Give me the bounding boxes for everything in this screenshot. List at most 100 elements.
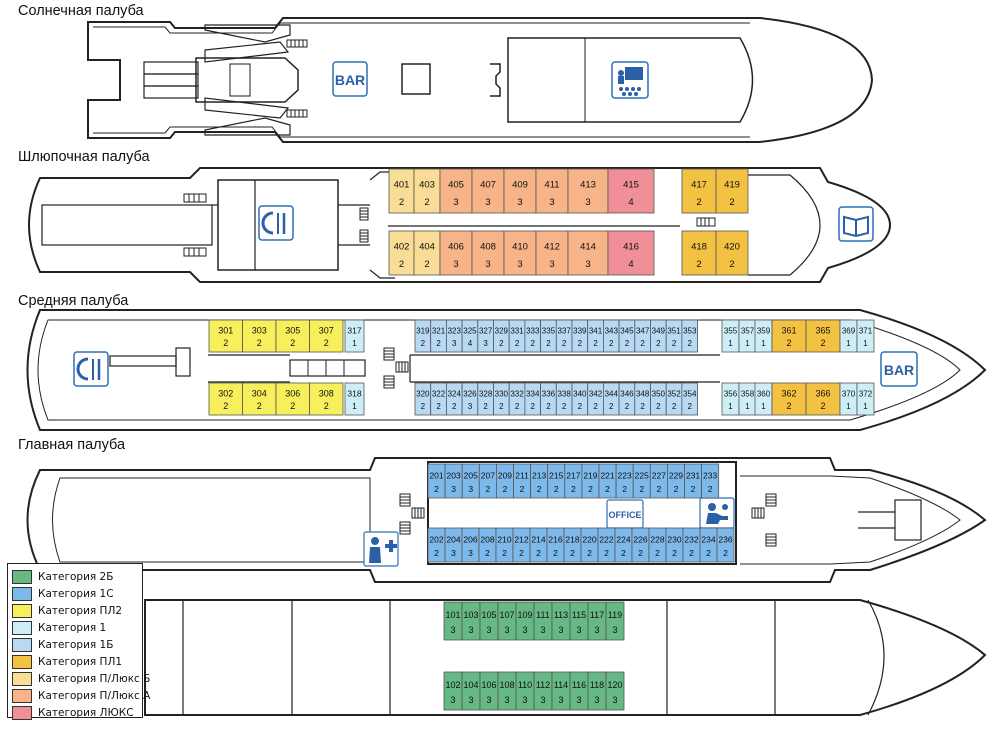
cabin-409[interactable]: 4093 <box>503 168 537 214</box>
cabin-223[interactable]: 2232 <box>615 463 634 499</box>
cabin-103[interactable]: 1033 <box>461 601 481 641</box>
cabin-319[interactable]: 3192 <box>414 319 432 353</box>
cabin-334[interactable]: 3342 <box>524 382 542 416</box>
cabin-361[interactable]: 3612 <box>771 319 807 353</box>
cabin-348[interactable]: 3482 <box>634 382 651 416</box>
cabin-115[interactable]: 1153 <box>569 601 589 641</box>
cabin-101[interactable]: 1013 <box>443 601 463 641</box>
cabin-215[interactable]: 2152 <box>547 463 566 499</box>
cabin-343[interactable]: 3432 <box>603 319 620 353</box>
cabin-104[interactable]: 1043 <box>461 671 481 711</box>
cabin-116[interactable]: 1163 <box>569 671 589 711</box>
cabin-335[interactable]: 3352 <box>540 319 557 353</box>
cabin-111[interactable]: 1113 <box>533 601 553 641</box>
cabin-229[interactable]: 2292 <box>667 463 685 499</box>
cabin-304[interactable]: 3042 <box>242 382 277 416</box>
cabin-370[interactable]: 3701 <box>839 382 858 416</box>
cabin-202[interactable]: 2022 <box>427 527 446 563</box>
cabin-420[interactable]: 4202 <box>715 230 749 276</box>
cabin-369[interactable]: 3691 <box>839 319 858 353</box>
cabin-352[interactable]: 3522 <box>665 382 683 416</box>
cabin-211[interactable]: 2112 <box>513 463 532 499</box>
cabin-354[interactable]: 3542 <box>681 382 699 416</box>
cabin-214[interactable]: 2142 <box>529 527 548 563</box>
cabin-231[interactable]: 2312 <box>684 463 703 499</box>
cabin-307[interactable]: 3072 <box>309 319 344 353</box>
cabin-342[interactable]: 3422 <box>587 382 604 416</box>
cabin-107[interactable]: 1073 <box>497 601 517 641</box>
cabin-401[interactable]: 4012 <box>388 168 415 214</box>
cabin-333[interactable]: 3332 <box>524 319 542 353</box>
cabin-224[interactable]: 2242 <box>614 527 633 563</box>
cabin-345[interactable]: 3452 <box>618 319 636 353</box>
cabin-407[interactable]: 4073 <box>471 168 505 214</box>
cabin-358[interactable]: 3581 <box>738 382 757 416</box>
cabin-114[interactable]: 1143 <box>551 671 571 711</box>
cabin-225[interactable]: 2252 <box>632 463 651 499</box>
cabin-328[interactable]: 3282 <box>477 382 494 416</box>
cabin-347[interactable]: 3472 <box>634 319 651 353</box>
cabin-208[interactable]: 2082 <box>478 527 497 563</box>
cabin-234[interactable]: 2342 <box>699 527 718 563</box>
cabin-405[interactable]: 4053 <box>439 168 473 214</box>
cabin-233[interactable]: 2332 <box>701 463 720 499</box>
cabin-355[interactable]: 3551 <box>721 319 740 353</box>
cabin-331[interactable]: 3312 <box>508 319 526 353</box>
cabin-221[interactable]: 2212 <box>598 463 617 499</box>
cabin-220[interactable]: 2202 <box>580 527 599 563</box>
cabin-359[interactable]: 3591 <box>754 319 773 353</box>
cabin-204[interactable]: 2043 <box>444 527 463 563</box>
cabin-338[interactable]: 3382 <box>555 382 573 416</box>
cabin-110[interactable]: 1103 <box>515 671 535 711</box>
cabin-360[interactable]: 3601 <box>754 382 773 416</box>
cabin-212[interactable]: 2122 <box>512 527 531 563</box>
cabin-339[interactable]: 3392 <box>571 319 589 353</box>
cabin-332[interactable]: 3322 <box>508 382 526 416</box>
cabin-327[interactable]: 3273 <box>477 319 494 353</box>
cabin-336[interactable]: 3362 <box>540 382 557 416</box>
cabin-412[interactable]: 4123 <box>535 230 569 276</box>
cabin-410[interactable]: 4103 <box>503 230 537 276</box>
cabin-117[interactable]: 1173 <box>587 601 607 641</box>
cabin-372[interactable]: 3721 <box>856 382 875 416</box>
cabin-320[interactable]: 3202 <box>414 382 432 416</box>
cabin-305[interactable]: 3052 <box>275 319 310 353</box>
cabin-222[interactable]: 2222 <box>597 527 616 563</box>
cabin-201[interactable]: 2012 <box>427 463 446 499</box>
cabin-301[interactable]: 3012 <box>208 319 243 353</box>
cabin-371[interactable]: 3711 <box>856 319 875 353</box>
cabin-414[interactable]: 4143 <box>567 230 609 276</box>
cabin-337[interactable]: 3372 <box>555 319 573 353</box>
cabin-203[interactable]: 2033 <box>444 463 463 499</box>
cabin-217[interactable]: 2172 <box>564 463 583 499</box>
cabin-403[interactable]: 4032 <box>413 168 441 214</box>
cabin-317[interactable]: 3171 <box>344 319 365 353</box>
cabin-341[interactable]: 3412 <box>587 319 604 353</box>
cabin-219[interactable]: 2192 <box>581 463 600 499</box>
cabin-102[interactable]: 1023 <box>443 671 463 711</box>
cabin-205[interactable]: 2053 <box>461 463 480 499</box>
cabin-411[interactable]: 4113 <box>535 168 569 214</box>
cabin-344[interactable]: 3442 <box>603 382 620 416</box>
cabin-108[interactable]: 1083 <box>497 671 517 711</box>
cabin-402[interactable]: 4022 <box>388 230 415 276</box>
cabin-303[interactable]: 3032 <box>242 319 277 353</box>
cabin-346[interactable]: 3462 <box>618 382 636 416</box>
cabin-210[interactable]: 2102 <box>495 527 514 563</box>
cabin-236[interactable]: 2362 <box>716 527 735 563</box>
cabin-357[interactable]: 3571 <box>738 319 757 353</box>
cabin-325[interactable]: 3254 <box>461 319 479 353</box>
cabin-109[interactable]: 1093 <box>515 601 535 641</box>
cabin-404[interactable]: 4042 <box>413 230 441 276</box>
cabin-216[interactable]: 2162 <box>546 527 565 563</box>
cabin-232[interactable]: 2322 <box>682 527 701 563</box>
cabin-353[interactable]: 3532 <box>681 319 699 353</box>
cabin-362[interactable]: 3622 <box>771 382 807 416</box>
cabin-113[interactable]: 1133 <box>551 601 571 641</box>
cabin-119[interactable]: 1193 <box>605 601 625 641</box>
cabin-230[interactable]: 2302 <box>665 527 684 563</box>
cabin-321[interactable]: 3212 <box>430 319 447 353</box>
cabin-118[interactable]: 1183 <box>587 671 607 711</box>
cabin-322[interactable]: 3222 <box>430 382 447 416</box>
cabin-106[interactable]: 1063 <box>479 671 499 711</box>
